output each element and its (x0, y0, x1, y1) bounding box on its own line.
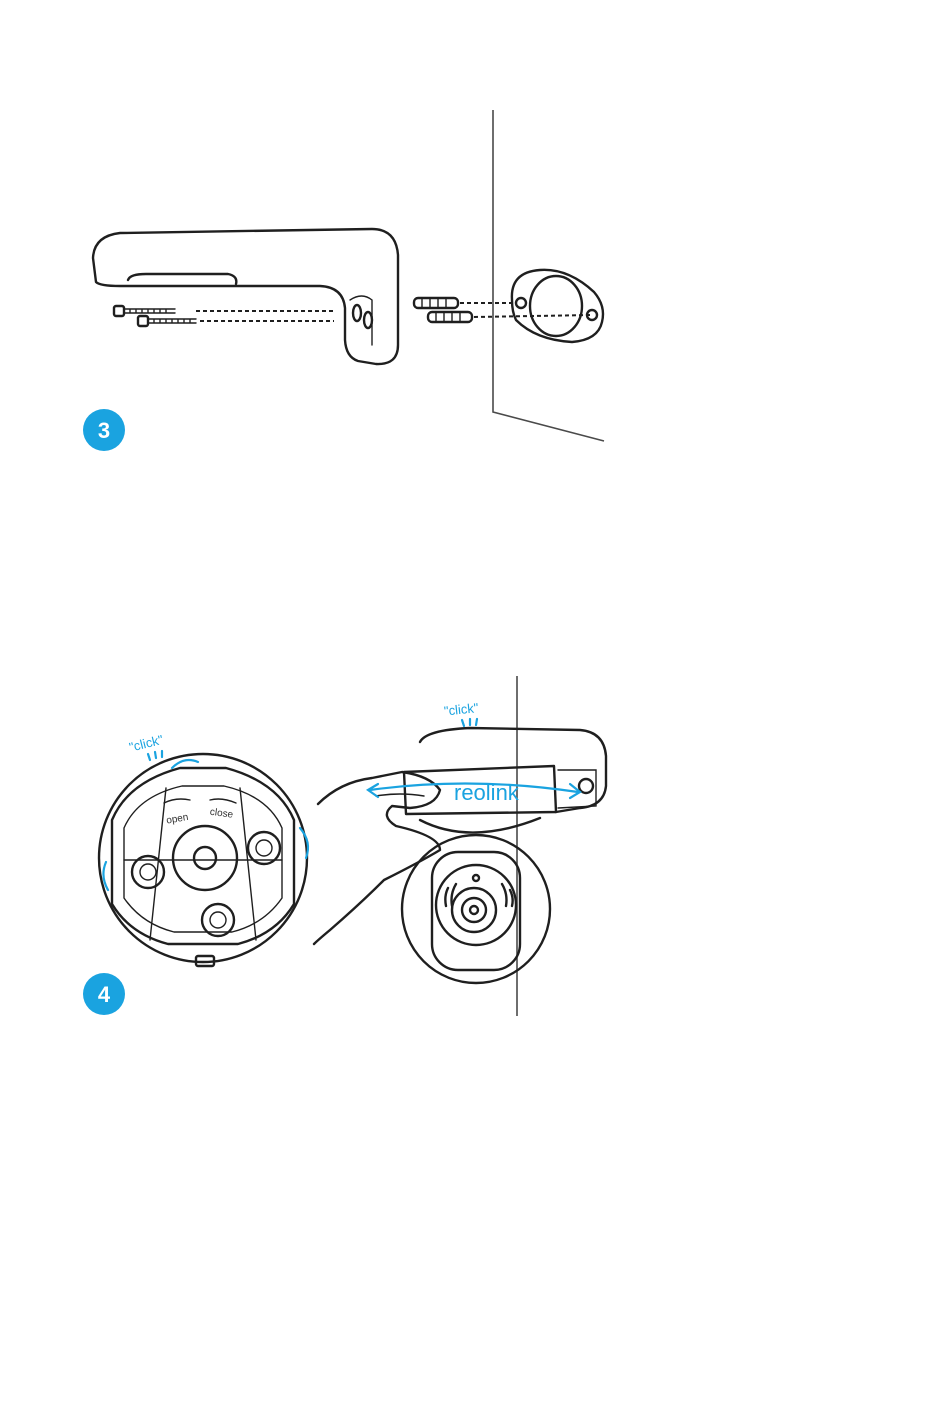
click-ticks-right (462, 719, 477, 726)
screw-1 (114, 306, 175, 316)
rotate-arrow-left (103, 862, 108, 890)
bracket-face (350, 296, 372, 345)
wall-mount-bracket (93, 229, 398, 364)
wall-anchor-2 (428, 312, 472, 322)
wall-anchor-1 (414, 298, 458, 308)
mounting-plate-center (530, 276, 582, 336)
bracket-hole-1 (353, 305, 361, 321)
click-label-right: "click" (443, 700, 479, 719)
bracket-hole-2 (364, 312, 372, 328)
close-label: close (209, 807, 234, 821)
plate-hole-left (516, 298, 526, 308)
mount-base-closeup: open close (99, 754, 307, 966)
step-4-number: 4 (98, 982, 111, 1007)
step-4-illustration: open close "click" reolink (83, 676, 606, 1016)
open-label: open (165, 812, 189, 827)
bracket-slot (128, 274, 236, 284)
rotate-arrow-right (300, 828, 308, 858)
wall-edge (493, 110, 604, 441)
hand-thumb (376, 794, 424, 796)
anchor-guide-2 (474, 315, 592, 317)
click-ticks-left (148, 751, 162, 760)
click-label-left: "click" (128, 732, 165, 755)
step-3-number: 3 (98, 418, 110, 443)
step-3-illustration: 3 (83, 110, 604, 451)
screw-2 (138, 316, 196, 326)
